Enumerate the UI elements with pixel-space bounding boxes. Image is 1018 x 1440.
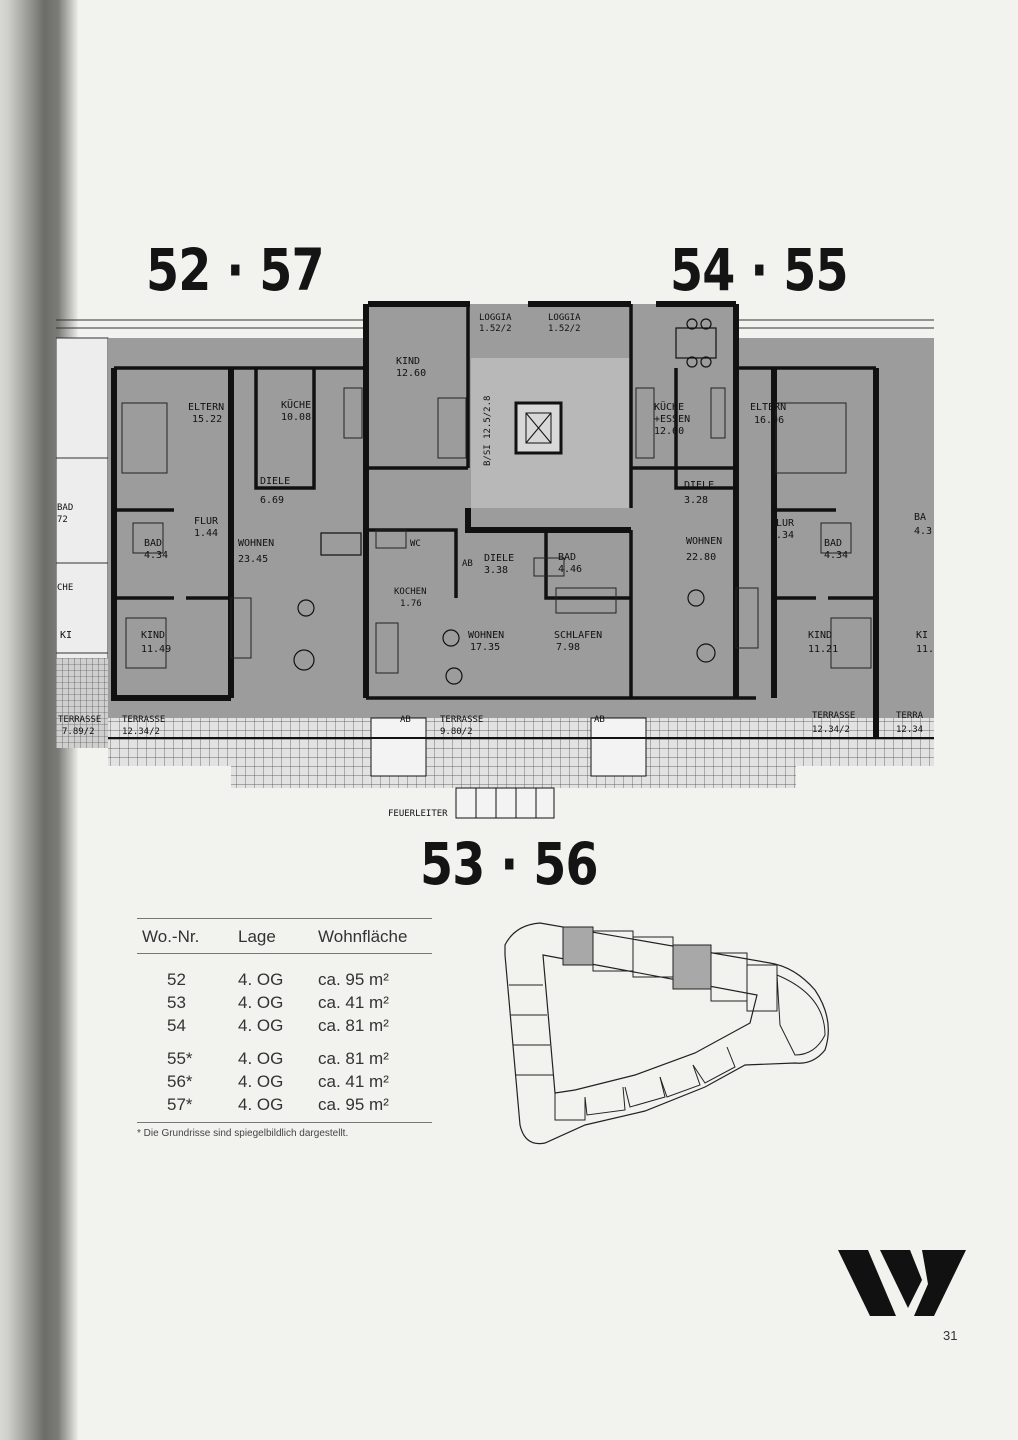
room-area: 3.38: [484, 565, 508, 576]
room-label: LOGGIA: [479, 313, 512, 323]
room-area: 10.08: [281, 412, 311, 423]
room-area: 4.34: [824, 550, 848, 561]
table-row: 55* 4. OG ca. 81 m²: [167, 1049, 389, 1068]
room-label: KIND: [808, 630, 832, 641]
room-label: BAD: [824, 538, 842, 549]
heading-54-55: 54 · 55: [670, 236, 849, 304]
room-label: LOGGIA: [548, 313, 581, 323]
terrace-area: 12.34/2: [812, 725, 850, 735]
room-area: 1.52/2: [479, 324, 512, 334]
terrace-area: 12.34: [896, 725, 923, 735]
room-area: 16.96: [754, 415, 784, 426]
room-area: 1.76: [400, 599, 422, 609]
room-area: 6.69: [260, 495, 284, 506]
room-label: ELTERN: [188, 402, 224, 413]
floor-plan: BAD 72 CHE: [56, 298, 934, 823]
ab-label: AB: [462, 559, 473, 569]
room-area: 4.46: [558, 564, 582, 575]
room-label: SCHLAFEN: [554, 630, 602, 641]
header-lage: Lage: [238, 927, 276, 946]
ab-label: AB: [594, 715, 605, 725]
room-area: 7.98: [556, 642, 580, 653]
terrace-area: 12.34/2: [122, 727, 160, 737]
terrace-label: TERRASSE: [58, 715, 101, 725]
right-edge-ki: KI: [916, 630, 928, 641]
room-label: WC: [410, 539, 421, 549]
room-label: KIND: [396, 356, 420, 367]
room-label: FLUR: [770, 518, 795, 529]
room-area: 1.34: [770, 530, 794, 541]
room-label: DIELE: [684, 480, 714, 491]
room-area: 1.44: [194, 528, 218, 539]
room-area: 12.60: [654, 426, 684, 437]
left-edge-bad-area: 72: [57, 515, 68, 525]
terrace-label: TERRASSE: [122, 715, 165, 725]
room-area: +ESSEN: [654, 414, 690, 425]
shaft-label: B/SI 12.5/2.8: [483, 396, 493, 466]
room-label: DIELE: [484, 553, 514, 564]
terrace-label: TERRASSE: [812, 711, 855, 721]
table-row: 57* 4. OG ca. 95 m²: [167, 1095, 389, 1114]
room-label: ELTERN: [750, 402, 786, 413]
table-header: Wo.-Nr. Lage Wohnfläche: [137, 918, 432, 954]
room-area: 3.28: [684, 495, 708, 506]
room-area: 17.35: [470, 642, 500, 653]
room-label: FLUR: [194, 516, 219, 527]
heading-53-56: 53 · 56: [420, 830, 599, 898]
left-edge-ki: KI: [60, 630, 72, 641]
room-label: BAD: [558, 552, 576, 563]
room-label: WOHNEN: [468, 630, 504, 641]
right-edge-ba-area: 4.3: [914, 526, 932, 537]
room-label: KÜCHE: [654, 400, 684, 413]
room-label: WOHNEN: [238, 538, 274, 549]
site-plan-diagram: [495, 915, 845, 1155]
room-label: KOCHEN: [394, 587, 427, 597]
footnote: * Die Grundrisse sind spiegelbildlich da…: [137, 1122, 432, 1139]
room-label: WOHNEN: [686, 536, 722, 547]
terrace-area: 7.89/2: [62, 727, 95, 737]
apartment-table: Wo.-Nr. Lage Wohnfläche 52 4. OG ca. 95 …: [137, 918, 432, 1139]
ab-label: AB: [400, 715, 411, 725]
left-edge-bad: BAD: [57, 503, 73, 513]
room-label: KIND: [141, 630, 165, 641]
room-label: DIELE: [260, 476, 290, 487]
feuerleiter-label: FEUERLEITER: [388, 809, 448, 819]
table-row: 56* 4. OG ca. 41 m²: [167, 1072, 389, 1091]
room-area: 15.22: [192, 414, 222, 425]
left-edge-che: CHE: [57, 583, 73, 593]
room-label: KÜCHE: [281, 398, 311, 411]
room-label: BAD: [144, 538, 162, 549]
room-area: 12.60: [396, 368, 426, 379]
terrace-area: 9.80/2: [440, 727, 473, 737]
right-edge-ki-area: 11.: [916, 644, 934, 655]
room-area: 23.45: [238, 554, 268, 565]
company-logo: [838, 1250, 966, 1316]
table-row: 52 4. OG ca. 95 m²: [167, 970, 389, 989]
header-flaeche: Wohnfläche: [318, 927, 408, 946]
terrace-label: TERRASSE: [440, 715, 483, 725]
page-number: 31: [943, 1328, 958, 1343]
room-area: 4.34: [144, 550, 168, 561]
header-nr: Wo.-Nr.: [142, 927, 200, 946]
right-edge-ba: BA: [914, 512, 926, 523]
room-area: 11.21: [808, 644, 838, 655]
table-row: 53 4. OG ca. 41 m²: [167, 993, 389, 1012]
heading-52-57: 52 · 57: [146, 236, 325, 304]
room-area: 11.49: [141, 644, 171, 655]
room-area: 1.52/2: [548, 324, 581, 334]
terrace-label: TERRA: [896, 711, 924, 721]
room-area: 22.80: [686, 552, 716, 563]
table-row: 54 4. OG ca. 81 m²: [167, 1016, 389, 1035]
